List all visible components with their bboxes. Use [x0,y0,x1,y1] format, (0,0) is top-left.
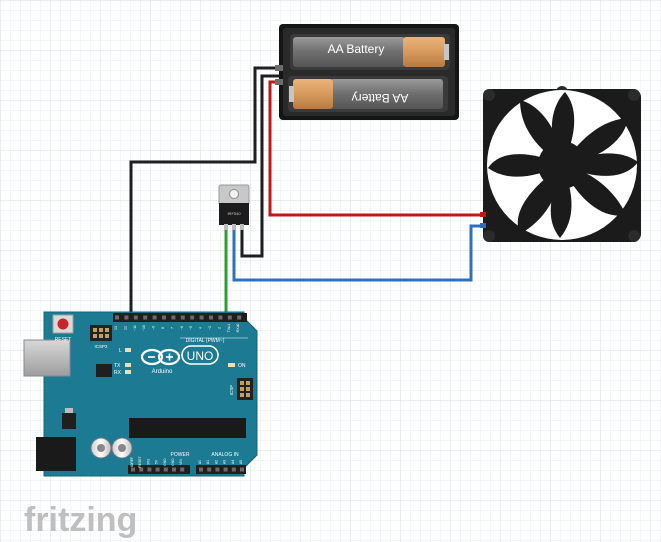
power-label: POWER [171,452,190,458]
digital-pin-label: RX◂0 [236,324,240,333]
usb-port [23,339,71,377]
icsp-header: ICSP [229,378,253,400]
analog-pin-label: A5 [239,460,243,464]
digital-pin-label: 7 [170,327,174,329]
wire-black-arduino-to-battery[interactable] [129,66,282,318]
reset-label: RESET [55,337,72,343]
power-pin[interactable] [139,467,144,472]
digital-header: 13 12 ~11 ~10 ~9 8 7 ~6 ~5 4 ~3 2 TX▸1 RX◂0 DIGITAL (… [113,313,248,344]
dc-fan[interactable] [480,86,641,242]
analog-header: A0 A1 A2 A3 A4 A5 ANALOG IN [196,452,246,474]
microcontroller-chip [129,418,246,438]
power-pin[interactable] [155,467,160,472]
digital-pin[interactable] [152,315,157,320]
analog-pin[interactable] [199,467,203,472]
analog-pin[interactable] [223,467,228,472]
led-tx-label: TX [114,363,121,369]
power-header: IOREF RESET 3V3 5V GND GND VIN POWER [128,452,190,474]
led-l-label: L [119,348,122,354]
analog-pin-label: A4 [231,460,235,464]
icsp2-label: ICSP2 [94,344,108,349]
digital-pin[interactable] [124,315,129,320]
digital-pin-label: 4 [199,327,203,329]
analog-pin-label: A0 [198,460,202,464]
battery-holder[interactable]: AA Battery AA Battery [275,24,459,120]
transistor-to220[interactable]: IRF540 [218,184,250,230]
wire-blue-regulator-to-fan[interactable] [232,224,484,282]
capacitors [90,437,133,459]
led-rx-label: RX [114,370,122,376]
power-pin-label: VIN [179,459,183,465]
battery-label-bottom: AA Battery [352,91,409,105]
digital-pin[interactable] [162,315,166,320]
usb-chip [96,364,112,377]
digital-pin[interactable] [209,315,213,320]
power-pin[interactable] [131,467,135,472]
power-pin-label: RESET [138,456,142,467]
analog-pin[interactable] [207,467,212,472]
analog-pin-label: A2 [214,460,218,464]
fritzing-watermark: fritzing [24,501,137,539]
power-pin-label: 3V3 [146,459,150,465]
digital-pin-label: ~6 [180,326,184,330]
digital-label: DIGITAL (PWM~) [186,338,225,344]
digital-pin[interactable] [227,315,232,320]
digital-pin[interactable] [133,315,138,320]
status-leds: L TX RX ON [114,348,246,376]
power-pin[interactable] [147,467,152,472]
digital-pin-label: ~11 [133,325,137,331]
battery-label-top: AA Battery [328,42,385,56]
digital-pin-label: 2 [217,327,221,329]
icsp2-header: ICSP2 [90,325,112,349]
digital-pin[interactable] [180,315,185,320]
digital-pin-label: 12 [123,326,127,330]
arduino-logo: UNO Arduino [140,345,219,375]
power-jack [36,437,76,471]
digital-pin-label: ~9 [152,326,156,330]
fan-hub [538,141,586,189]
wire-black-regulator-to-battery[interactable] [240,74,282,258]
analog-pin[interactable] [231,467,236,472]
power-pin-label: GND [171,458,175,466]
power-pin-label: GND [163,458,167,466]
battery-cell-bottom: AA Battery [288,76,448,112]
icsp-label: ICSP [229,385,234,396]
power-pin[interactable] [180,467,185,472]
digital-pin-label: ~3 [208,326,212,330]
analog-pin[interactable] [240,467,244,472]
digital-pin[interactable] [237,315,242,320]
battery-cell-top: AA Battery [290,34,450,70]
power-pin[interactable] [163,467,168,472]
analog-pin-label: A3 [223,460,227,464]
digital-pin-label: 13 [114,326,118,330]
digital-pin[interactable] [190,315,195,320]
digital-pin[interactable] [143,315,148,320]
digital-pin[interactable] [115,315,119,320]
transistor-marking: IRF540 [227,211,241,216]
digital-pin-label: 8 [161,327,165,329]
power-pin-label: IOREF [130,457,134,467]
analog-pin[interactable] [215,467,220,472]
power-pin[interactable] [172,467,176,472]
on-label: ON [238,363,246,369]
digital-pin-label: ~10 [142,325,146,331]
digital-pin[interactable] [218,315,223,320]
digital-pin[interactable] [199,315,204,320]
brand-label: Arduino [152,369,173,375]
digital-pin[interactable] [171,315,176,320]
digital-pin-label: ~5 [189,326,193,330]
digital-pin-label: TX▸1 [227,324,231,332]
regulator-chip [62,413,76,429]
analog-label: ANALOG IN [211,452,239,458]
power-pin-label: 5V [155,459,159,464]
model-label: UNO [187,349,214,363]
analog-pin-label: A1 [206,460,210,464]
